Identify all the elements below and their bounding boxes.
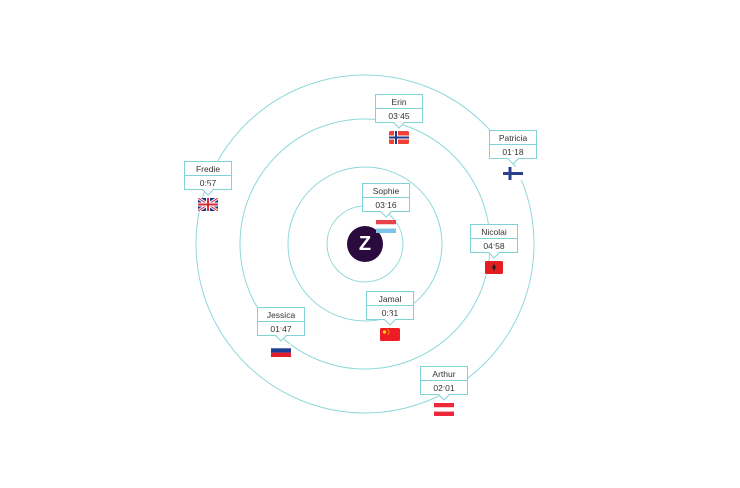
person-name: Sophie [363, 184, 409, 198]
person-time: 03:16 [375, 200, 397, 210]
person-name: Jessica [258, 308, 304, 322]
person-name: Erin [376, 95, 422, 109]
center-logo-letter: Z [358, 232, 372, 255]
person-card[interactable]: Patricia 01:18 [489, 130, 537, 159]
person-node-jamal[interactable]: Jamal 0:31 [366, 291, 414, 341]
person-node-nicolai[interactable]: Nicolai 04:58 [470, 224, 518, 274]
austria-flag-icon [434, 403, 454, 416]
person-card[interactable]: Fredie 0:57 [184, 161, 232, 190]
person-name: Arthur [421, 367, 467, 381]
person-node-patricia[interactable]: Patricia 01:18 [489, 130, 537, 180]
person-card[interactable]: Arthur 02:01 [420, 366, 468, 395]
person-node-arthur[interactable]: Arthur 02:01 [420, 366, 468, 416]
finland-flag-icon [503, 167, 523, 180]
uk-flag-icon [198, 198, 218, 211]
person-node-fredie[interactable]: Fredie 0:57 [184, 161, 232, 211]
person-card[interactable]: Sophie 03:16 [362, 183, 410, 212]
center-logo: Z [347, 226, 383, 262]
person-time: 04:58 [483, 241, 505, 251]
person-card[interactable]: Jamal 0:31 [366, 291, 414, 320]
person-time: 0:31 [381, 308, 399, 318]
russia-flag-icon [271, 344, 291, 357]
person-name: Patricia [490, 131, 536, 145]
china-flag-icon [380, 328, 400, 341]
person-time: 01:18 [502, 147, 524, 157]
person-node-erin[interactable]: Erin 03:45 [375, 94, 423, 144]
person-node-sophie[interactable]: Sophie 03:16 [362, 183, 410, 233]
person-name: Nicolai [471, 225, 517, 239]
orbit-ring-2 [287, 166, 443, 322]
albania-flag-icon [485, 261, 503, 274]
person-card[interactable]: Nicolai 04:58 [470, 224, 518, 253]
person-name: Jamal [367, 292, 413, 306]
luxembourg-flag-icon [376, 220, 396, 233]
person-name: Fredie [185, 162, 231, 176]
orbit-ring-4 [195, 74, 535, 414]
person-time: 02:01 [433, 383, 455, 393]
person-card[interactable]: Erin 03:45 [375, 94, 423, 123]
person-node-jessica[interactable]: Jessica 01:47 [257, 307, 305, 357]
person-time: 03:45 [388, 111, 410, 121]
person-card[interactable]: Jessica 01:47 [257, 307, 305, 336]
norway-flag-icon [389, 131, 409, 144]
person-time: 0:57 [199, 178, 217, 188]
person-time: 01:47 [270, 324, 292, 334]
